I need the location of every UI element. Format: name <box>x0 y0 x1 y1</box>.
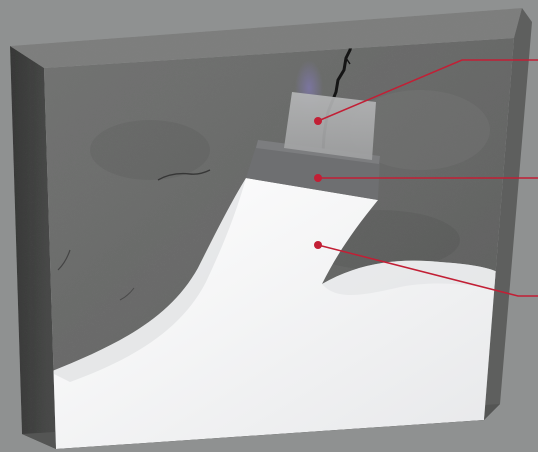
callout-dot <box>314 174 322 182</box>
surface-blotch <box>90 120 210 180</box>
callout-dot <box>314 241 322 249</box>
callout-dot <box>314 117 322 125</box>
